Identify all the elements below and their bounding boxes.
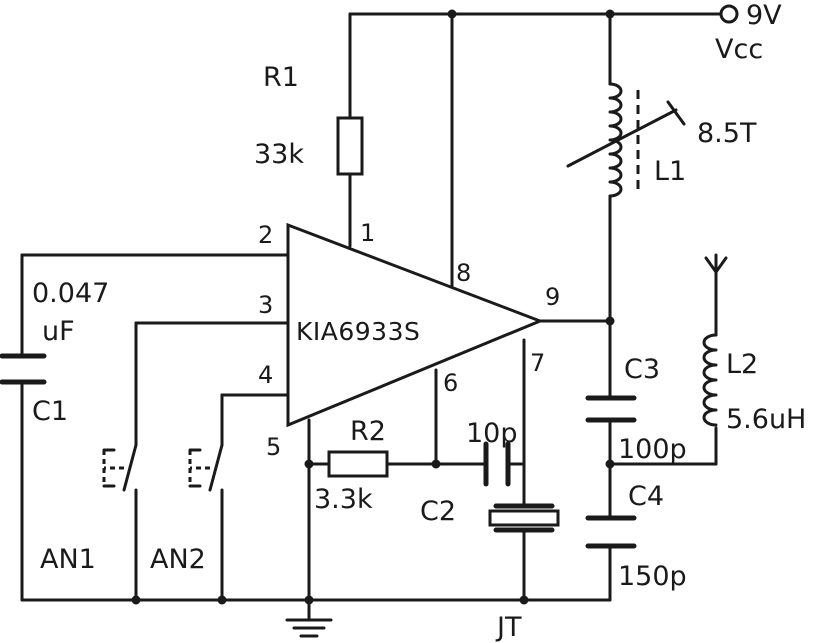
inductor-l2: L2 5.6uH [702,333,806,435]
resistor-r2: R2 3.3k [314,416,389,515]
pin-1: 1 [360,219,375,247]
l1-value: 8.5T [697,118,757,149]
r2-value: 3.3k [314,484,373,515]
pin-4: 4 [258,361,273,389]
switch-an1: AN1 [40,443,138,575]
c4-ref: C4 [628,481,664,512]
c3-ref: C3 [624,354,660,385]
r1-ref: R1 [263,62,299,93]
pin-5: 5 [266,433,281,461]
pin-2: 2 [258,221,273,249]
antenna-icon [704,253,728,274]
capacitor-c3: C3 100p [585,354,687,465]
c1-value-line2: uF [42,316,75,347]
an1-ref: AN1 [40,544,96,575]
ground-icon [285,618,333,638]
switch-an2: AN2 [150,443,224,575]
c3-value: 100p [618,434,687,465]
c1-ref: C1 [32,396,68,427]
c1-value-line1: 0.047 [32,278,109,309]
c4-value: 150p [618,561,687,592]
jt-ref: JT [495,612,522,643]
supply-voltage: 9V [746,0,782,31]
pin-9: 9 [545,283,560,311]
an2-ref: AN2 [150,544,206,575]
capacitor-c2: 10p C2 [420,418,518,527]
r1-value: 33k [254,139,304,170]
pin-3: 3 [258,291,273,319]
c2-value: 10p [466,418,518,449]
capacitor-c4: C4 150p [585,481,687,592]
ic-name: KIA6933S [296,317,420,346]
pin-6: 6 [443,369,458,397]
pin-numbers: 1 2 3 4 5 6 7 8 9 [258,219,560,461]
capacitor-c1: 0.047 uF C1 [0,278,109,427]
l1-ref: L1 [654,156,686,187]
inductor-l1: 8.5T L1 [566,82,757,198]
r2-ref: R2 [350,416,386,447]
supply-name: Vcc [715,34,763,65]
junction-dots [131,9,615,605]
pin-8: 8 [456,259,471,287]
crystal-jt: JT [488,503,560,643]
l2-value: 5.6uH [726,404,806,435]
l2-ref: L2 [726,349,758,380]
c2-ref: C2 [420,496,456,527]
vcc-terminal: 9V Vcc [715,0,782,65]
pin-7: 7 [530,349,545,377]
resistor-r1: R1 33k [254,62,364,176]
ic-amplifier: KIA6933S [286,222,545,428]
